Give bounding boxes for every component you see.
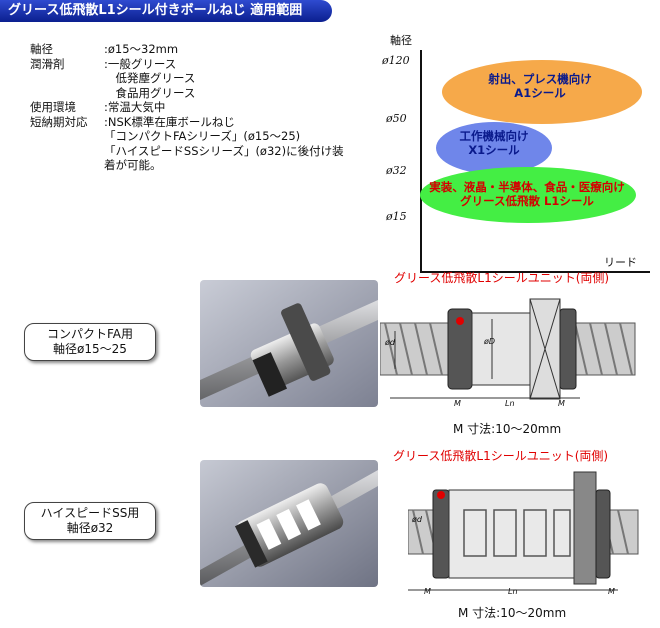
m-dimension-note: M 寸法:10〜20mm [453,422,562,436]
spec-key: 軸径 [30,42,53,56]
l1-seal-region [420,167,636,223]
x1-seal-region [436,122,552,174]
region-line2: X1シール [468,143,520,157]
x-axis-label: リード [604,256,637,269]
shaft-diameter-label: ød [385,338,395,347]
spec-key: 使用環境 [30,100,76,114]
compact-fa-diagram [380,298,636,400]
region-line1: 実装、液晶・半導体、食品・医療向け [429,180,625,194]
spec-value: :NSK標準在庫ボールねじ [104,114,235,129]
spec-value: :ø15〜32mm [104,42,179,56]
region-ellipses [420,60,642,223]
y-tick-label: ø32 [386,164,407,177]
spec-value: 食品用グリース [104,85,196,100]
m-dim-right: M [608,587,615,596]
badge-line1: ハイスピードSS用 [40,506,140,520]
y-axis [420,50,422,272]
high-speed-ss-photo [200,460,378,587]
x-axis [420,271,650,273]
compact-fa-photo [200,280,378,407]
a1-seal-region [442,60,642,124]
region-line2: A1シール [514,86,566,100]
m-dim-right: M [558,399,565,408]
product-badge-high-speed-ss: ハイスピードSS用 軸径ø32 [24,502,156,540]
x1-seal-label: 工作機械向け X1シール [444,129,544,157]
m-dim-left: M [454,399,461,408]
a1-seal-label: 射出、プレス機向け A1シール [460,72,620,100]
page-title: グリース低飛散L1シール付きボールねじ 適用範囲 [0,0,332,22]
m-dim-left: M [424,587,431,596]
y-tick-label: ø50 [386,112,407,125]
badge-line1: コンパクトFA用 [46,327,133,341]
badge-line2: 軸径ø32 [66,521,114,535]
region-line1: 工作機械向け [459,129,529,143]
length-dim: Ln [508,587,518,596]
m-dimension-note: M 寸法:10〜20mm [458,606,567,620]
application-chart: 軸径 リード ø120 ø50 ø32 ø15 射出、プレス機向け A1シール … [360,30,660,273]
spec-value: 低発塵グリース [104,71,196,85]
length-dim: Ln [505,399,515,408]
spec-value: 「コンパクトFAシリーズ」(ø15〜25) [104,129,301,143]
nut-diameter-label: øD [484,337,496,346]
spec-list: 軸径 :ø15〜32mm 潤滑剤 :一般グリース 低発塵グリース 食品用グリース 使… [30,42,344,182]
spec-value: 着が可能。 [104,158,162,172]
region-line2: グリース低飛散 L1シール [460,194,594,208]
region-line1: 射出、プレス機向け [488,72,592,86]
product-badge-compact-fa: コンパクトFA用 軸径ø15〜25 [24,323,156,361]
spec-value: :常温大気中 [104,100,166,114]
spec-key: 潤滑剤 [30,56,65,71]
l1-seal-label: 実装、液晶・半導体、食品・医療向け グリース低飛散 L1シール [422,180,632,208]
seal-unit-label: グリース低飛散L1シールユニット(両側) [394,271,610,285]
high-speed-ss-diagram [408,471,639,591]
badge-line2: 軸径ø15〜25 [53,342,127,356]
spec-key: 短納期対応 [30,114,88,129]
y-tick-label: ø15 [386,210,407,223]
shaft-diameter-label: ød [412,515,422,524]
spec-value: :一般グリース [104,56,177,71]
seal-unit-label: グリース低飛散L1シールユニット(両側) [393,449,609,463]
y-axis-label: 軸径 [390,34,412,47]
spec-value: 「ハイスピードSSシリーズ」(ø32)に後付け装 [104,143,344,158]
y-tick-label: ø120 [382,54,410,67]
